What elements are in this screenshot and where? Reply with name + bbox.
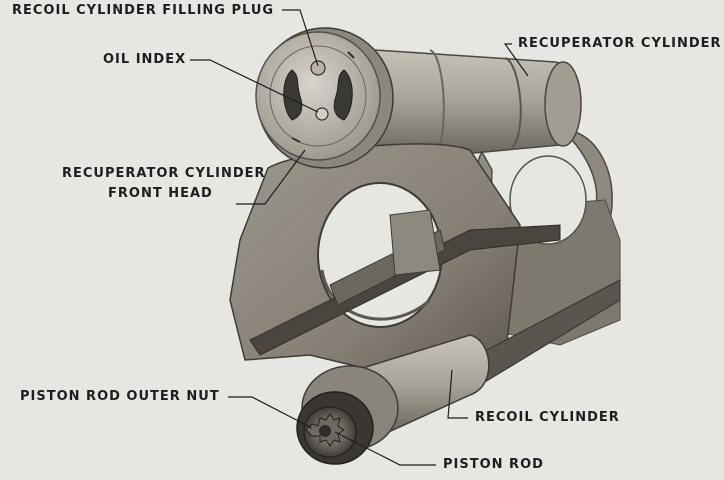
label-recuperator-cylinder: RECUPERATOR CYLINDER (518, 36, 722, 51)
leader-oil-index (190, 59, 319, 113)
label-recoil-cylinder-filling-plug: RECOIL CYLINDER FILLING PLUG (12, 3, 275, 18)
leader-piston-rod-outer-nut (228, 396, 313, 429)
piston-rod-outer-nut (305, 413, 345, 447)
label-recuperator-front-head-line2: FRONT HEAD (108, 186, 213, 201)
leader-piston-rod (334, 431, 436, 466)
label-recoil-cylinder: RECOIL CYLINDER (475, 410, 620, 425)
leader-lines (190, 9, 529, 466)
label-recuperator-front-head-line1: RECUPERATOR CYLINDER (62, 166, 266, 181)
label-piston-rod-outer-nut: PISTON ROD OUTER NUT (20, 389, 220, 404)
recuperator-front-head (255, 27, 394, 169)
leader-filling-plug (282, 9, 319, 67)
label-oil-index: OIL INDEX (103, 52, 187, 67)
cradle-frame (229, 143, 621, 389)
leader-front-head (236, 149, 306, 205)
label-piston-rod: PISTON ROD (443, 457, 544, 472)
leader-recuperator-cylinder (503, 43, 529, 77)
leader-recoil-cylinder (447, 369, 468, 419)
